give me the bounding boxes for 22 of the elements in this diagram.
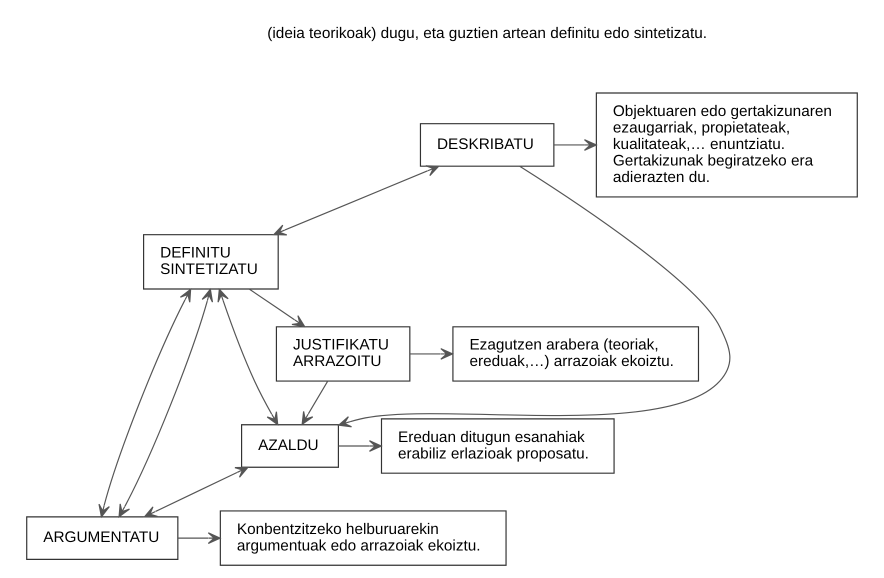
node-box: DEFINITU SINTETIZATU xyxy=(143,234,279,290)
arrow xyxy=(118,288,214,518)
node-box: ARGUMENTATU xyxy=(26,516,178,560)
node-box: Ereduan ditugun esanahiak erabiliz erlazioak proposatu. xyxy=(380,418,615,474)
arrow xyxy=(338,440,382,452)
arrow xyxy=(249,288,306,328)
arrow xyxy=(178,532,221,544)
arrow xyxy=(144,466,248,518)
node-box: Konbentzitzeko helburuarekin argumentuak edo arrazoiak ekoiztu. xyxy=(220,510,507,566)
arrow xyxy=(410,348,454,360)
node-box: Objektuaren edo gertakizunaren ezaugarriak, propietateak, kualitateak,… enuntziatu. Gertakizunak begiratzeko era adierazten du. xyxy=(596,92,858,198)
arrow xyxy=(98,288,192,518)
node-box: DESKRIBATU xyxy=(420,123,554,167)
label: (ideia teorikoak) dugu, eta guztien artean definitu edo sintetizatu. xyxy=(267,25,708,42)
arrow xyxy=(338,166,730,428)
node-box: AZALDU xyxy=(241,424,339,468)
arrow xyxy=(554,139,597,151)
node-box: JUSTIFIKATU ARRAZOITU xyxy=(276,326,410,382)
arrow xyxy=(302,381,328,425)
arrow xyxy=(217,288,278,426)
node-box: Ezagutzen arabera (teoriak, ereduak,…) arrazoiak ekoiztu. xyxy=(452,326,700,382)
arrow xyxy=(273,165,440,236)
